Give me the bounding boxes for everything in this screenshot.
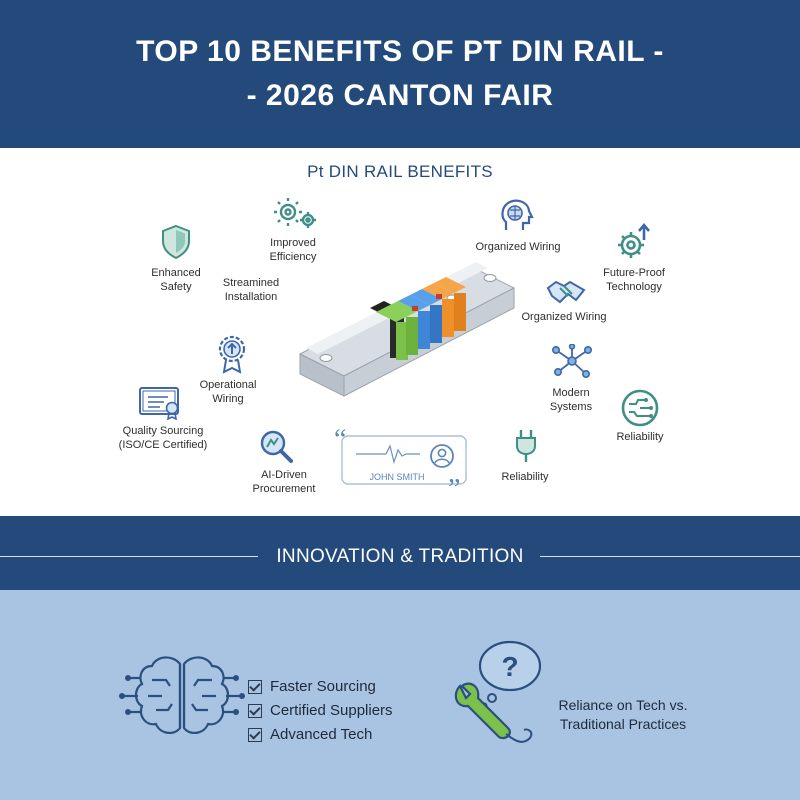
checklist-item-1: Faster Sourcing [248, 678, 376, 695]
benefits-title: Pt DIN RAIL BENEFITS [307, 162, 493, 181]
page-title-line-1: TOP 10 BENEFITS OF PT DIN RAIL - [136, 35, 664, 68]
magnifier-icon [260, 430, 293, 463]
brain-circuit-icon [119, 656, 245, 734]
close-quote-icon: ” [448, 474, 460, 496]
question-mark-icon: ? [501, 651, 518, 682]
label-organized-wiring-1: Organized Wiring [475, 241, 561, 253]
brain-head-icon [501, 199, 534, 230]
checklist-item-2: Certified Suppliers [248, 702, 393, 719]
gear-arrow-icon [618, 222, 650, 258]
gears-icon [274, 198, 316, 228]
network-icon [551, 344, 592, 378]
wrench-thought-icon: ? [454, 640, 542, 743]
header-banner: TOP 10 BENEFITS OF PT DIN RAIL - - 2026 … [0, 0, 800, 148]
label-organized-wiring-2: Organized Wiring [521, 311, 607, 323]
testimonial-card: “ ” [334, 426, 467, 496]
band-title: INNOVATION & TRADITION [276, 546, 524, 567]
section-band: INNOVATION & TRADITION [0, 516, 800, 590]
handshake-icon [546, 280, 586, 304]
label-reliability-2: Reliability [501, 471, 549, 483]
badge-icon [218, 335, 246, 374]
band-rule-left [0, 556, 258, 557]
plug-icon [516, 430, 536, 462]
shield-icon [162, 224, 190, 260]
band-rule-right [540, 556, 800, 557]
reliance-text: Reliance on Tech vs. Traditional Practic… [558, 697, 688, 732]
certificate-icon [139, 387, 179, 420]
checklist-item-3: Advanced Tech [248, 726, 372, 743]
checkbox-icon [248, 703, 262, 718]
page-title-line-2: - 2026 CANTON FAIR [246, 79, 554, 112]
checkbox-icon [248, 727, 262, 742]
testimonial-name: JOHN SMITH [369, 472, 425, 482]
label-quality-sourcing: Quality Sourcing(ISO/CE Certified) [118, 425, 208, 451]
label-reliability-1: Reliability [616, 431, 664, 443]
din-rail-illustration [298, 262, 516, 397]
checkbox-icon [248, 679, 262, 694]
circuit-icon [621, 389, 659, 427]
